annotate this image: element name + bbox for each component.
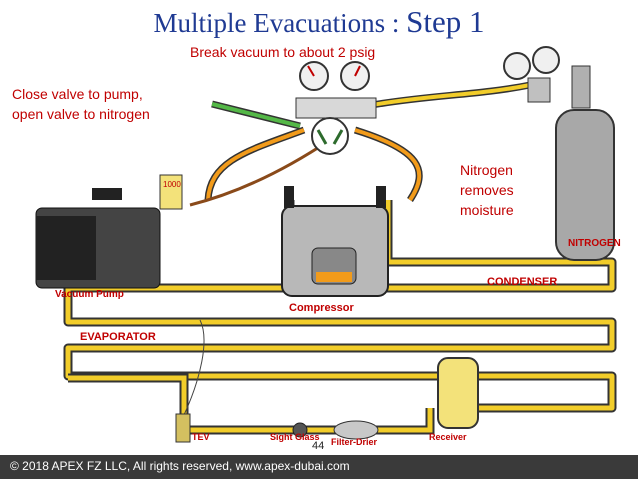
evaporator-label: EVAPORATOR bbox=[80, 331, 156, 343]
sensing-bulb-wire bbox=[183, 319, 205, 416]
liquid-line bbox=[68, 375, 433, 433]
footer-bar: © 2018 APEX FZ LLC, All rights reserved,… bbox=[0, 455, 638, 479]
subtitle: Break vacuum to about 2 psig bbox=[190, 44, 376, 60]
filter-drier-body bbox=[333, 420, 379, 440]
hose-connectors bbox=[316, 129, 344, 145]
nitrogen-note-line1: Nitrogen bbox=[460, 162, 513, 178]
nitrogen-cylinder bbox=[555, 109, 615, 261]
regulator-body bbox=[527, 77, 551, 103]
regulator-gauge-right bbox=[532, 46, 560, 74]
page-number: 44 bbox=[312, 440, 325, 452]
nitrogen-note-line3: moisture bbox=[460, 202, 514, 218]
hose-orange-right bbox=[354, 128, 422, 202]
vacuum-gauge bbox=[159, 174, 183, 210]
title-text: Multiple Evacuations : bbox=[153, 8, 400, 38]
vacuum-pump-handle bbox=[92, 188, 122, 200]
gauge-reading: 1000 bbox=[163, 180, 181, 189]
slide-title: Multiple Evacuations : Step 1 bbox=[0, 4, 638, 40]
vacuum-pump-label: Vacuum Pump bbox=[55, 289, 124, 300]
valve-note-line1: Close valve to pump, bbox=[12, 86, 143, 102]
valve-note-line2: open valve to nitrogen bbox=[12, 106, 150, 122]
compressor-oil bbox=[316, 272, 352, 282]
suction-valve bbox=[284, 186, 294, 208]
sight-glass-body bbox=[292, 422, 308, 438]
nitrogen-note-line2: removes bbox=[460, 182, 514, 198]
manifold-hose-ring bbox=[311, 117, 349, 155]
high-gauge-needle bbox=[354, 65, 361, 77]
discharge-valve bbox=[376, 186, 386, 208]
liquid-line-outline bbox=[68, 373, 435, 435]
condenser-coil bbox=[65, 200, 615, 411]
vacuum-pump-motor bbox=[36, 216, 96, 280]
regulator-gauge-left bbox=[503, 52, 531, 80]
condenser-label: CONDENSER bbox=[487, 276, 558, 288]
receiver-label: Receiver bbox=[429, 432, 467, 442]
cylinder-valve bbox=[571, 65, 591, 109]
tev-valve bbox=[175, 413, 191, 443]
nitrogen-label: NITROGEN bbox=[568, 238, 621, 249]
tev-label: TEV bbox=[192, 432, 210, 442]
footer-text: © 2018 APEX FZ LLC, All rights reserved,… bbox=[10, 459, 350, 473]
title-step: Step 1 bbox=[406, 4, 485, 39]
hose-orange-left bbox=[206, 128, 305, 201]
hose-nitrogen bbox=[371, 83, 531, 107]
filter-drier-label: Filter-Drier bbox=[331, 437, 378, 447]
receiver-body bbox=[437, 357, 479, 429]
manifold-body bbox=[295, 97, 377, 119]
sight-glass-label: Sight Glass bbox=[270, 432, 320, 442]
compressor-label: Compressor bbox=[289, 302, 354, 314]
hose-green bbox=[211, 102, 301, 128]
low-gauge-needle bbox=[307, 65, 315, 77]
